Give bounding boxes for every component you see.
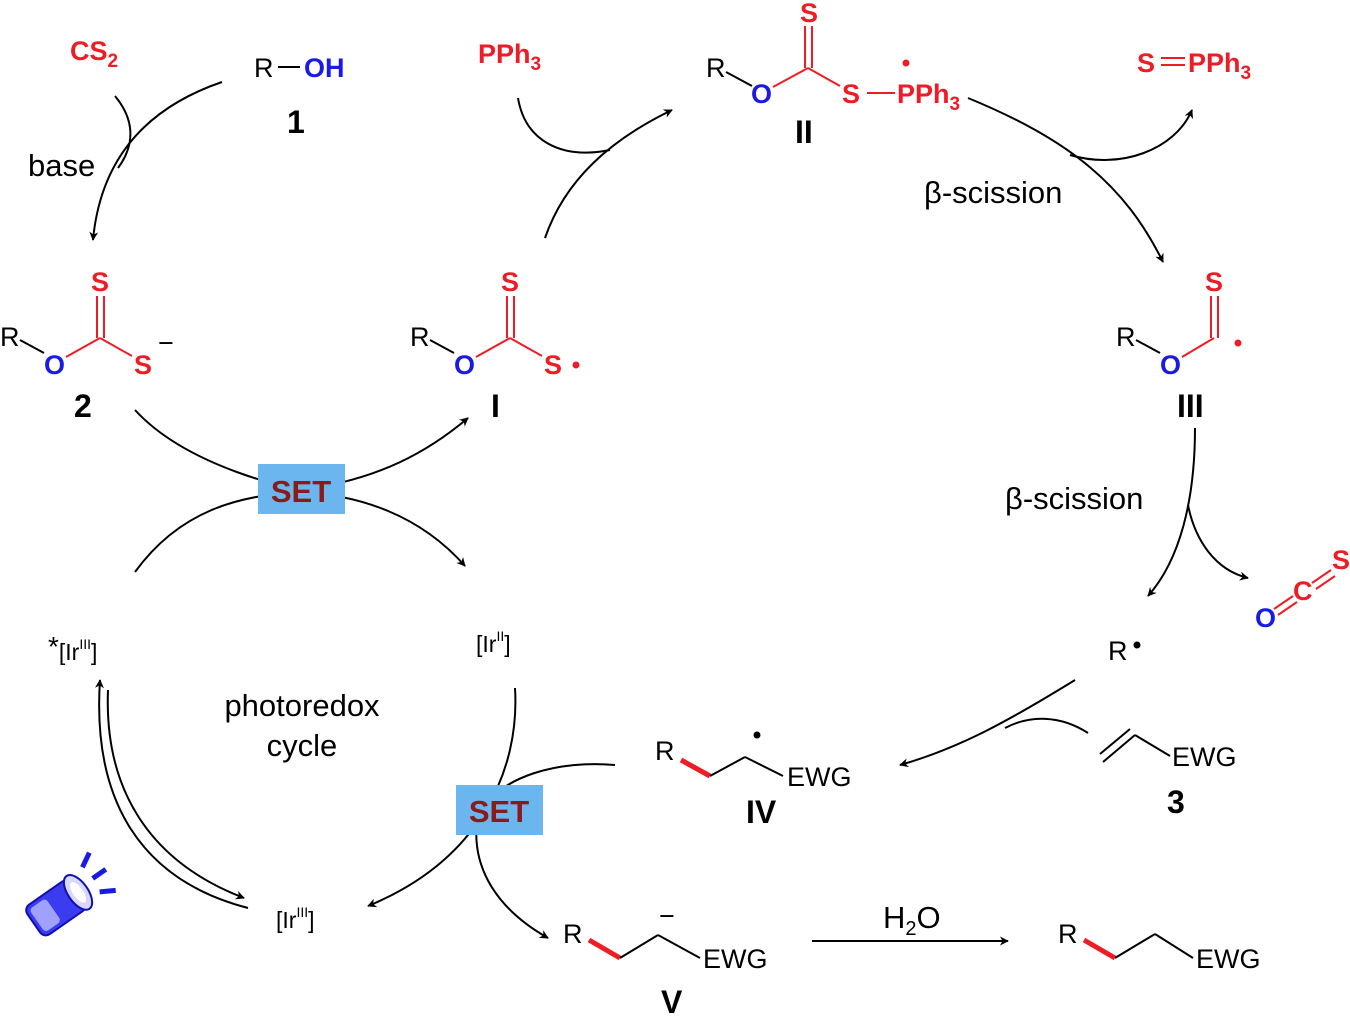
radical-III: R O S III bbox=[1116, 267, 1242, 424]
arrow-R-to-IV bbox=[899, 679, 1076, 768]
atom-r: R bbox=[254, 53, 274, 83]
atom-s: S bbox=[842, 79, 860, 109]
atom-s: S bbox=[501, 267, 519, 297]
reagent-cs2: CS2 bbox=[70, 36, 118, 72]
set-label-bottom: SET bbox=[469, 794, 529, 829]
atom-o: O bbox=[751, 79, 772, 109]
arrow-ir3-relax bbox=[106, 689, 245, 900]
radical-dot bbox=[1234, 339, 1242, 347]
atom-s: S bbox=[1205, 267, 1223, 297]
arrow-pph3-in bbox=[517, 97, 611, 154]
atom-s-radical: S bbox=[544, 350, 562, 380]
arrow-cos-out bbox=[1187, 504, 1249, 581]
label-II: II bbox=[795, 114, 813, 150]
label-beta-scission-2: β-scission bbox=[1005, 481, 1143, 516]
atom-o: O bbox=[454, 350, 475, 380]
atom-s: S bbox=[800, 0, 818, 28]
ir-II: [IrII] bbox=[476, 628, 511, 657]
byproduct-spph3: S PPh3 bbox=[1137, 48, 1251, 84]
final-product: R EWG bbox=[1058, 919, 1261, 974]
atom-r: R bbox=[0, 322, 20, 352]
atom-o: O bbox=[1160, 350, 1181, 380]
reagent-h2o: H2O bbox=[883, 900, 941, 940]
set-box-bottom bbox=[456, 785, 543, 835]
atom-r: R bbox=[706, 53, 726, 83]
arrow-II-to-III bbox=[967, 97, 1164, 263]
anion-V: R − EWG V bbox=[563, 901, 768, 1018]
arrow-spph3-out bbox=[1069, 109, 1193, 161]
atom-r: R bbox=[410, 322, 430, 352]
ir-III: [IrIII] bbox=[276, 904, 315, 933]
label-photoredox: photoredox bbox=[224, 688, 380, 723]
arrow-alkene-in bbox=[1004, 717, 1089, 734]
compound-2: R O S S − 2 bbox=[0, 267, 174, 424]
atom-s: S bbox=[91, 267, 109, 297]
atom-r: R bbox=[1058, 919, 1078, 949]
alkyl-radical: R bbox=[1108, 636, 1141, 666]
atom-o: O bbox=[44, 350, 65, 380]
label-cycle: cycle bbox=[267, 728, 338, 763]
reagent-base: base bbox=[28, 148, 95, 183]
radical-dot bbox=[1133, 641, 1141, 649]
reagent-pph3: PPh3 bbox=[478, 39, 541, 75]
atom-r: R bbox=[563, 919, 583, 949]
group-ewg: EWG bbox=[1172, 742, 1237, 772]
radical-IV: R EWG IV bbox=[655, 731, 852, 830]
atom-s: S bbox=[1137, 48, 1155, 78]
atom-oh: OH bbox=[304, 53, 345, 83]
label-compound-3: 3 bbox=[1167, 784, 1185, 820]
atom-r: R bbox=[1108, 636, 1128, 666]
label-beta-scission-1: β-scission bbox=[924, 175, 1062, 210]
byproduct-cos: O C S bbox=[1255, 545, 1350, 633]
compound-1: R OH 1 bbox=[254, 53, 345, 140]
atom-c: C bbox=[1293, 576, 1313, 606]
atom-o: O bbox=[1255, 603, 1276, 633]
radical-dot bbox=[572, 361, 580, 369]
atom-s: S bbox=[1332, 545, 1350, 575]
arrow-1-to-2 bbox=[89, 81, 223, 241]
svg-text:PPh3: PPh3 bbox=[1188, 48, 1251, 84]
alkene-3: EWG 3 bbox=[1099, 728, 1237, 820]
label-compound-1: 1 bbox=[287, 104, 305, 140]
label-III: III bbox=[1177, 388, 1204, 424]
label-V: V bbox=[661, 984, 683, 1018]
label-I: I bbox=[491, 388, 500, 424]
set-label-top: SET bbox=[271, 474, 331, 509]
label-IV: IV bbox=[746, 794, 777, 830]
arrow-ir3-excitation bbox=[94, 679, 249, 909]
label-compound-2: 2 bbox=[74, 388, 92, 424]
charge-minus: − bbox=[158, 328, 174, 358]
atom-pph3: PPh3 bbox=[897, 79, 960, 115]
atom-s-anion: S bbox=[134, 350, 152, 380]
atom-r: R bbox=[1116, 322, 1136, 352]
ir-excited: *[IrIII] bbox=[48, 631, 97, 665]
atom-r: R bbox=[655, 736, 675, 766]
charge-minus: − bbox=[659, 901, 675, 931]
arrow-I-to-II bbox=[544, 109, 673, 239]
radical-dot bbox=[753, 731, 761, 739]
lamp-icon bbox=[25, 851, 116, 937]
group-ewg: EWG bbox=[1196, 944, 1261, 974]
arrow-III-to-R bbox=[1147, 427, 1196, 597]
arrow-cs2-in bbox=[114, 95, 132, 169]
group-ewg: EWG bbox=[787, 762, 852, 792]
set-box-top bbox=[258, 464, 345, 514]
group-ewg: EWG bbox=[703, 944, 768, 974]
radical-II: R O S S PPh3 II bbox=[706, 0, 960, 150]
radical-dot bbox=[902, 59, 910, 67]
radical-I: R O S S I bbox=[410, 267, 580, 424]
